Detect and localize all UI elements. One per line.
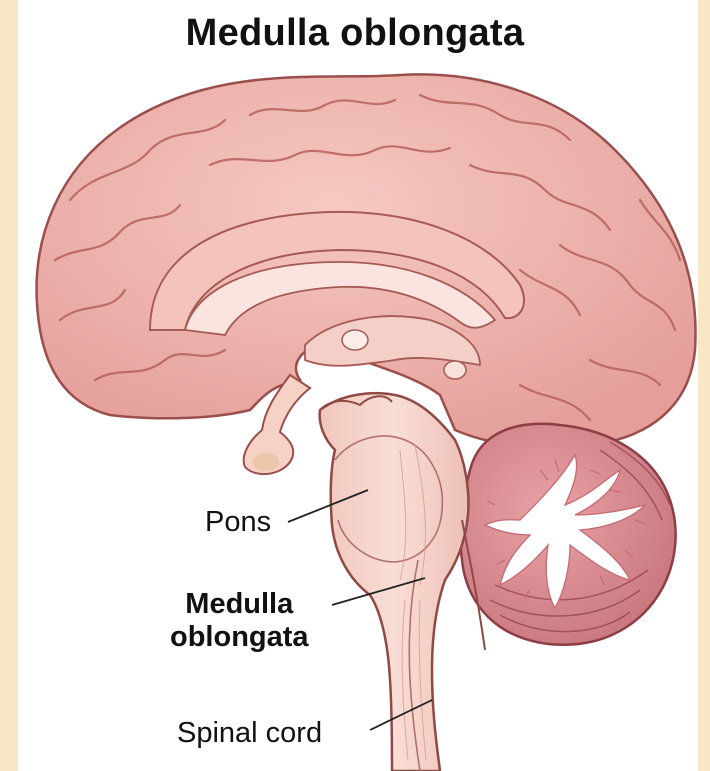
- cerebrum: [37, 74, 696, 447]
- label-spinal-cord: Spinal cord: [177, 717, 322, 750]
- cerebellum: [460, 424, 675, 645]
- label-medulla-line1: Medulla: [170, 588, 309, 621]
- diagram-title: Medulla oblongata: [0, 12, 710, 55]
- label-pons: Pons: [205, 506, 271, 539]
- label-medulla-oblongata: Medulla oblongata: [170, 588, 309, 654]
- label-medulla-line2: oblongata: [170, 621, 309, 654]
